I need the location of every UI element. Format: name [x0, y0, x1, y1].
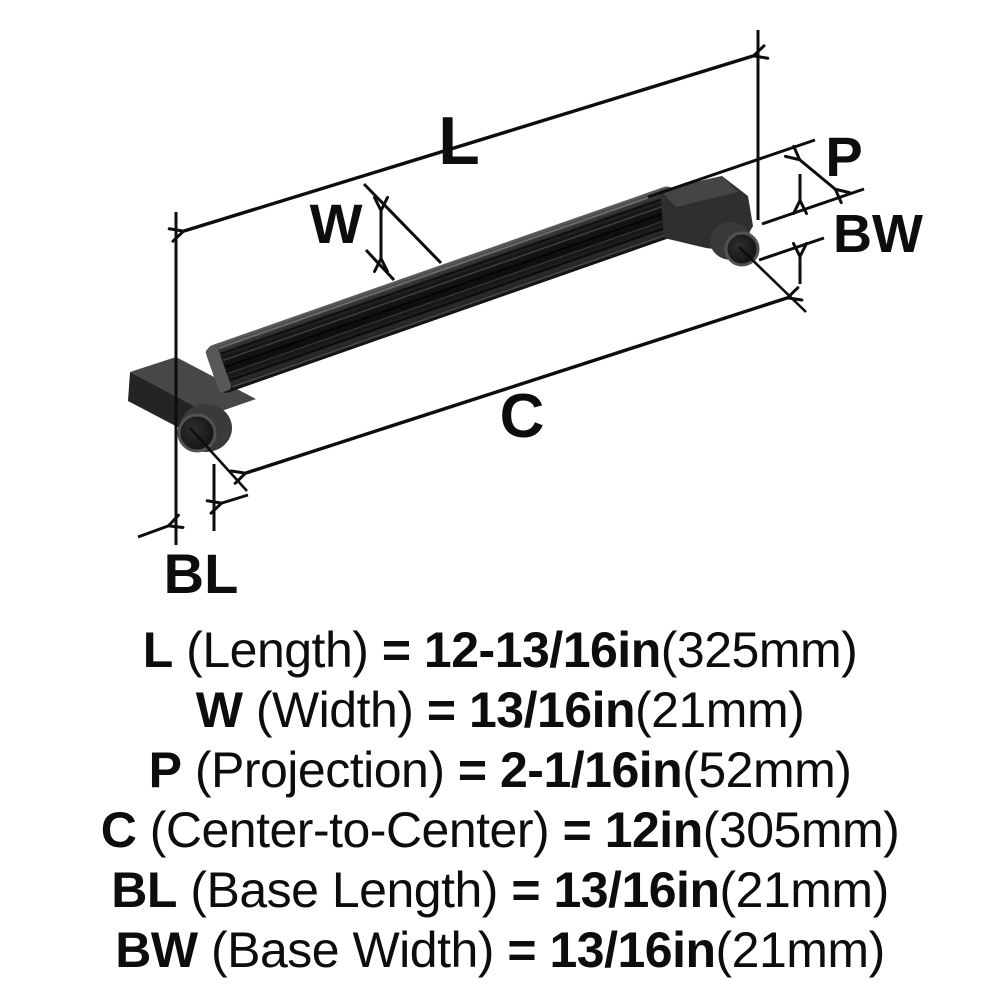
dimension-spec-list: L (Length) = 12-13/16in(325mm) W (Width)… — [0, 620, 1000, 980]
base-length-arrow-right — [222, 493, 249, 503]
spec-value-metric: (325mm) — [660, 622, 858, 678]
dimension-annotations — [137, 30, 865, 545]
spec-value-inches: 13/16in — [553, 862, 720, 918]
spec-value-inches: 12in — [604, 802, 704, 858]
dimension-length — [184, 56, 753, 231]
spec-value-metric: (21mm) — [715, 922, 886, 978]
spec-name: (Base Width) — [210, 922, 494, 978]
spec-value-metric: (21mm) — [635, 682, 805, 738]
spec-name: (Length) — [186, 622, 369, 678]
spec-label: C — [100, 802, 137, 858]
center-tick-left — [189, 427, 248, 492]
spec-equals: = — [457, 742, 487, 798]
base-width-line — [758, 236, 825, 262]
dimension-base-width — [758, 236, 825, 284]
length-dim-line — [184, 56, 753, 231]
spec-value-metric: (52mm) — [682, 742, 852, 798]
bar-left-end-cap — [205, 346, 232, 393]
base-length-arrow-left — [137, 526, 168, 539]
spec-equals: = — [562, 802, 592, 858]
spec-line-projection: P (Projection) = 2-1/16in(52mm) — [0, 740, 1000, 800]
projection-diagonal-arrow — [800, 160, 835, 189]
spec-name: (Center-to-Center) — [149, 802, 550, 858]
spec-line-length: L (Length) = 12-13/16in(325mm) — [0, 620, 1000, 680]
dim-label-base-width: BW — [833, 204, 923, 264]
product-dimension-diagram: L W P BW C BL — [128, 30, 923, 605]
spec-equals: = — [511, 862, 541, 918]
spec-label: P — [148, 742, 182, 798]
dim-label-center: C — [500, 382, 545, 451]
spec-value-inches: 2-1/16in — [499, 742, 683, 798]
spec-equals: = — [426, 682, 456, 738]
spec-line-base-length: BL (Base Length) = 13/16in(21mm) — [0, 860, 1000, 920]
dimension-projection — [647, 138, 865, 226]
dim-label-width: W — [310, 192, 363, 255]
center-dim-line — [246, 298, 787, 473]
spec-name: (Base Length) — [190, 862, 498, 918]
spec-value-metric: (305mm) — [702, 802, 900, 858]
left-base-top-face — [130, 357, 256, 415]
spec-name: (Projection) — [194, 742, 445, 798]
spec-label: L — [142, 622, 174, 678]
spec-label: BW — [115, 922, 198, 978]
width-tick-upper — [362, 182, 443, 265]
spec-line-center-to-center: C (Center-to-Center) = 12in(305mm) — [0, 800, 1000, 860]
spec-equals: = — [507, 922, 537, 978]
spec-line-width: W (Width) = 13/16in(21mm) — [0, 680, 1000, 740]
dim-label-base-length: BL — [164, 542, 239, 605]
spec-value-inches: 12-13/16in — [423, 622, 661, 678]
spec-value-inches: 13/16in — [549, 922, 716, 978]
dim-label-projection: P — [825, 125, 862, 188]
spec-value-metric: (21mm) — [719, 862, 890, 918]
dimension-width — [362, 182, 443, 282]
spec-line-base-width: BW (Base Width) = 13/16in(21mm) — [0, 920, 1000, 980]
center-tick-right — [738, 246, 807, 313]
left-post-cap — [177, 413, 217, 453]
spec-label: W — [195, 682, 243, 738]
spec-equals: = — [381, 622, 411, 678]
handle-bar — [205, 186, 688, 393]
dimension-base-length — [137, 464, 249, 539]
spec-label: BL — [111, 862, 177, 918]
spec-value-inches: 13/16in — [468, 682, 636, 738]
spec-name: (Width) — [255, 682, 414, 738]
dimension-center-to-center — [189, 246, 807, 492]
dim-label-length: L — [438, 103, 480, 179]
